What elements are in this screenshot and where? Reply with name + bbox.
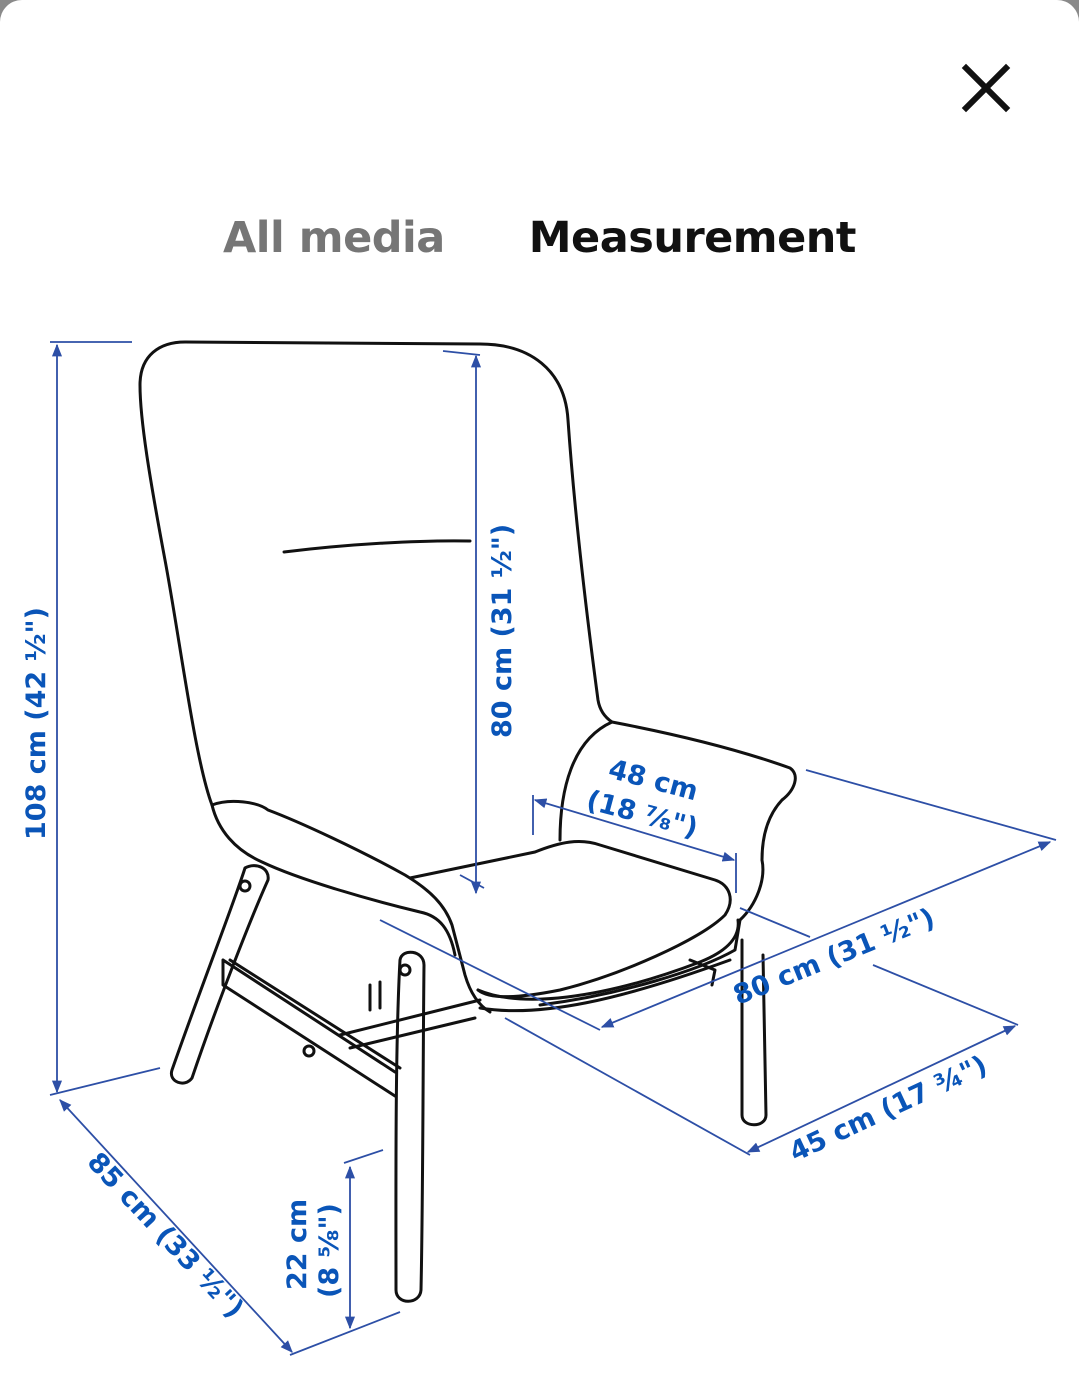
label-seat-depth: 45 cm (17 ¾")	[785, 1050, 992, 1169]
close-button[interactable]	[956, 58, 1016, 118]
label-width: 80 cm (31 ½")	[729, 903, 939, 1012]
label-seat-height-inches: (8 ⅝")	[314, 1203, 345, 1298]
media-tabs: All media Measurement	[0, 208, 1079, 268]
label-total-height: 108 cm (42 ½")	[21, 607, 52, 840]
measurement-diagram: 108 cm (42 ½") 80 cm (31 ½") 48 cm (18 ⅞…	[0, 300, 1079, 1378]
label-seat-height: 22 cm	[282, 1199, 313, 1290]
armchair-drawing: 108 cm (42 ½") 80 cm (31 ½") 48 cm (18 ⅞…	[21, 340, 1057, 1356]
tab-measurement[interactable]: Measurement	[528, 213, 857, 263]
close-icon	[961, 63, 1011, 113]
tab-all-media[interactable]: All media	[223, 213, 445, 263]
dimension-lines	[49, 341, 1057, 1356]
label-backrest-height: 80 cm (31 ½")	[487, 524, 518, 738]
label-depth: 85 cm (33 ½")	[81, 1147, 250, 1325]
